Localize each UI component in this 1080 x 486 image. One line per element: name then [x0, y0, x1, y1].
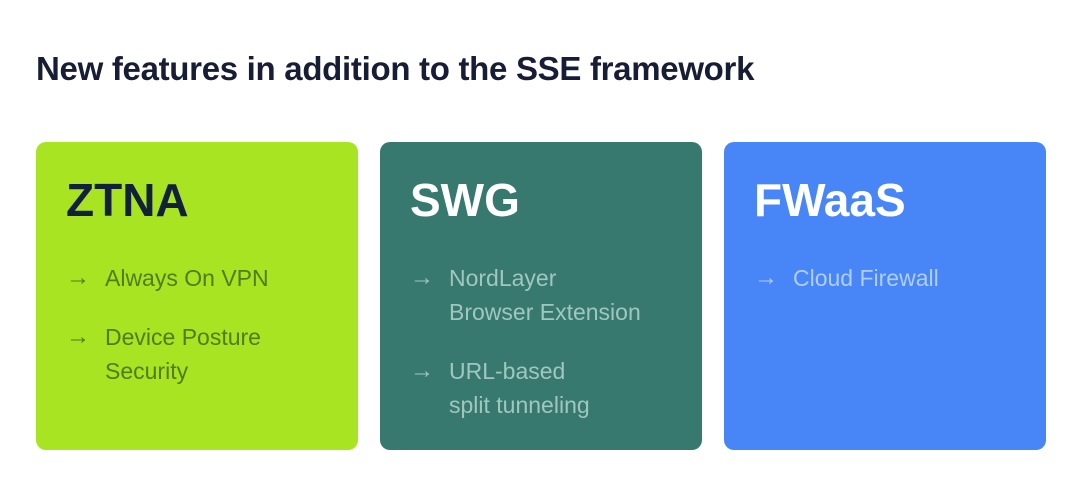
- arrow-right-icon: →: [66, 263, 90, 291]
- item-line: split tunneling: [449, 391, 590, 418]
- item-text: NordLayer Browser Extension: [449, 261, 641, 329]
- list-item: → Device Posture Security: [66, 320, 328, 388]
- arrow-right-icon: →: [66, 322, 90, 350]
- arrow-right-icon: →: [410, 356, 434, 384]
- list-item: → Always On VPN: [66, 261, 328, 295]
- card-fwaas-items: → Cloud Firewall: [754, 261, 1016, 295]
- item-line: URL-based: [449, 357, 566, 384]
- list-item: → Cloud Firewall: [754, 261, 1016, 295]
- item-line: Security: [105, 357, 189, 384]
- card-swg: SWG → NordLayer Browser Extension → URL-…: [380, 142, 702, 450]
- card-fwaas-title: FWaaS: [754, 174, 906, 226]
- item-text: Always On VPN: [105, 261, 269, 295]
- card-ztna-items: → Always On VPN → Device Posture Securit…: [66, 261, 328, 388]
- item-line: NordLayer: [449, 264, 557, 291]
- item-text: URL-based split tunneling: [449, 354, 590, 422]
- item-line: Browser Extension: [449, 298, 641, 325]
- arrow-right-icon: →: [754, 263, 778, 291]
- item-line: Cloud Firewall: [793, 264, 939, 291]
- page-title: New features in addition to the SSE fram…: [36, 50, 755, 87]
- card-ztna: ZTNA → Always On VPN → Device Posture Se…: [36, 142, 358, 450]
- feature-cards: ZTNA → Always On VPN → Device Posture Se…: [36, 142, 1046, 450]
- item-line: Device Posture: [105, 323, 261, 350]
- item-text: Device Posture Security: [105, 320, 261, 388]
- card-swg-items: → NordLayer Browser Extension → URL-base…: [410, 261, 672, 422]
- card-ztna-title: ZTNA: [66, 174, 189, 226]
- list-item: → NordLayer Browser Extension: [410, 261, 672, 329]
- item-text: Cloud Firewall: [793, 261, 939, 295]
- card-swg-title: SWG: [410, 174, 520, 226]
- item-line: Always On VPN: [105, 264, 269, 291]
- list-item: → URL-based split tunneling: [410, 354, 672, 422]
- card-fwaas: FWaaS → Cloud Firewall: [724, 142, 1046, 450]
- arrow-right-icon: →: [410, 263, 434, 291]
